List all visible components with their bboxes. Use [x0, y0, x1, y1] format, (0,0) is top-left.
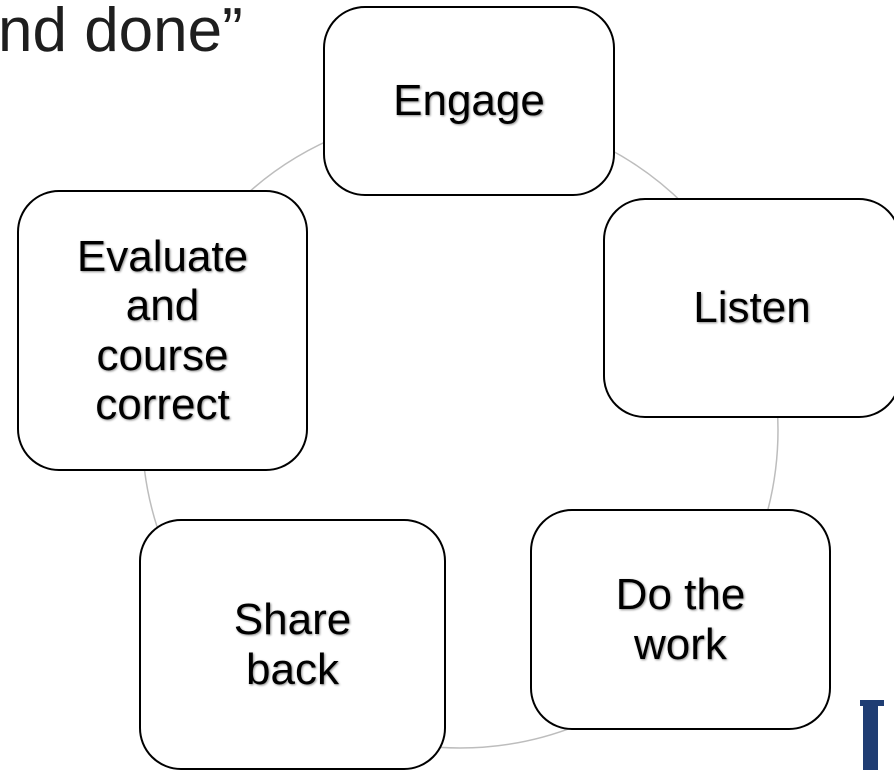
cycle-step-do-the-work[interactable]: Do the work: [530, 509, 831, 730]
cycle-step-label: Do the work: [615, 570, 746, 669]
cycle-step-listen[interactable]: Listen: [603, 198, 894, 418]
cycle-step-engage[interactable]: Engage: [323, 6, 615, 196]
cycle-step-label: Evaluate and course correct: [76, 231, 249, 429]
cycle-step-label: Engage: [393, 76, 545, 126]
logo-fragment-icon: [860, 700, 884, 770]
cycle-step-label: Listen: [693, 283, 811, 333]
cycle-step-share-back[interactable]: Share back: [139, 519, 446, 770]
cycle-step-label: Share back: [233, 595, 352, 694]
logo-stem: [863, 700, 878, 770]
cycle-step-evaluate[interactable]: Evaluate and course correct: [17, 190, 308, 471]
slide-title-fragment: nd done”: [0, 0, 243, 65]
logo-serif: [860, 700, 884, 706]
